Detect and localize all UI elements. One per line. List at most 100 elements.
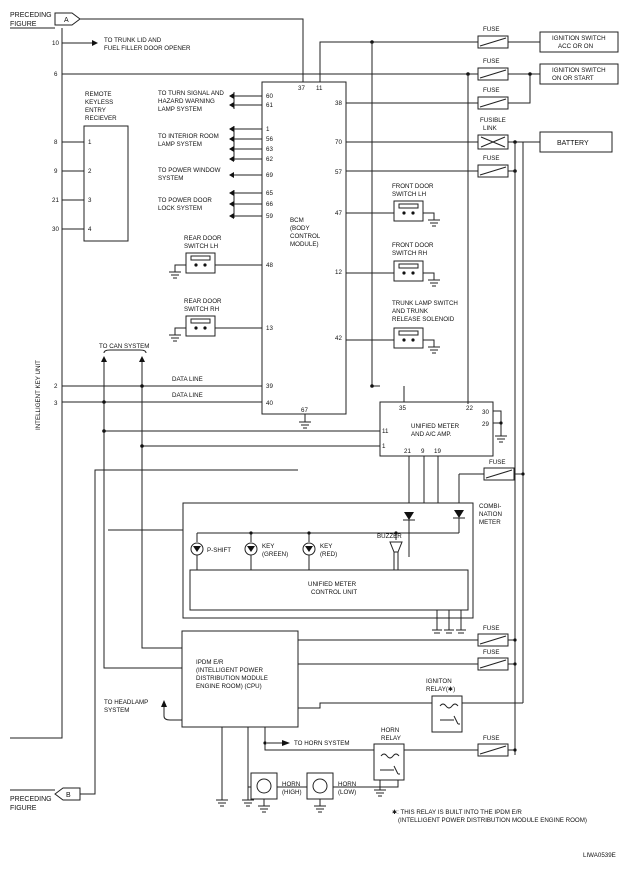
trunk-line-3: RELEASE SOLENOID (392, 316, 455, 323)
key-red-line-1: KEY (320, 543, 332, 550)
bcm-pin-11: 11 (316, 85, 323, 92)
unified-meter-ac-amp: UNIFIED METER AND A/C AMP. 35 22 30 29 1… (108, 386, 507, 557)
rear-door-switch-rh: REAR DOOR SWITCH RH (169, 298, 262, 342)
key-green-line-2: (GREEN) (262, 551, 288, 558)
front-lh-line-1: FRONT DOOR (392, 183, 434, 190)
front-door-switch-rh: FRONT DOOR SWITCH RH (346, 242, 440, 287)
preceding-b-label-2: FIGURE (10, 805, 37, 812)
buzzer: BUZZER (377, 533, 403, 570)
horn-system-label: TO HORN SYSTEM (294, 740, 350, 747)
horn-low: HORN (LOW) (306, 772, 356, 813)
interior-room-line-2: LAMP SYSTEM (158, 141, 202, 148)
power-window-line-2: SYSTEM (158, 175, 183, 182)
ipdm-line-3: DISTRIBUTION MODULE (196, 675, 268, 682)
key-red-line-2: (RED) (320, 551, 337, 558)
preceding-b-label-1: PRECEDING (10, 796, 52, 803)
ign-acc-line-1: IGNITION SWITCH (552, 35, 606, 42)
ign-on-line-2: ON OR START (552, 75, 594, 82)
horn-high-line-1: HORN (282, 781, 300, 788)
key-red-led: KEY (RED) (302, 542, 337, 570)
rear-door-switch-lh: REAR DOOR SWITCH LH (169, 235, 262, 279)
rke-line-4: RECIEVER (85, 115, 117, 122)
trunk-opener-line-2: FUEL FILLER DOOR OPENER (104, 45, 191, 52)
bcm-pin-61: 61 (266, 102, 273, 109)
bcm-pin-63: 63 (266, 146, 273, 153)
bcm-pin-56: 56 (266, 136, 273, 143)
iku-pin-8: 8 (54, 139, 58, 146)
iku-pin-30: 30 (52, 226, 59, 233)
iku-pin-6: 6 (54, 71, 58, 78)
fuse-meter-label: FUSE (489, 459, 506, 466)
um-line-1: UNIFIED METER (411, 423, 460, 430)
turn-signal-line-3: LAMP SYSTEM (158, 106, 202, 113)
bcm-pin-69: 69 (266, 172, 273, 179)
front-rh-line-1: FRONT DOOR (392, 242, 434, 249)
combi-line-1: COMBI- (479, 503, 501, 510)
figure-id: LIWA0539E (583, 852, 616, 859)
bcm-pin-66: 66 (266, 201, 273, 208)
ipdm-er: IPDM E/R (INTELLIGENT POWER DISTRIBUTION… (104, 625, 517, 807)
bcm-pin-57: 57 (335, 169, 342, 176)
ign-on-line-1: IGNITION SWITCH (552, 67, 606, 74)
combination-meter: COMBI- NATION METER P-SHIFT KEY (GREEN) … (182, 502, 502, 634)
connector-b-tag: B (66, 792, 71, 799)
connector-a-shape (54, 12, 81, 26)
rke-line-3: ENTRY (85, 107, 106, 114)
headlamp-line-2: SYSTEM (104, 707, 129, 714)
um-pin-19: 19 (434, 448, 441, 455)
data-line-label-1: DATA LINE (172, 376, 203, 383)
ign-acc-line-2: ACC OR ON (558, 43, 593, 50)
um-pin-30: 30 (482, 409, 489, 416)
preceding-figure-b: PRECEDING FIGURE B (10, 469, 298, 812)
combi-line-2: NATION (479, 511, 502, 518)
iku-pin-10: 10 (52, 40, 59, 47)
um-pin-22: 22 (466, 405, 473, 412)
turn-signal-line-2: HAZARD WARNING (158, 98, 215, 105)
data-line-label-2: DATA LINE (172, 392, 203, 399)
turn-signal-line-1: TO TURN SIGNAL AND (158, 90, 224, 97)
bcm-pin-65: 65 (266, 190, 273, 197)
front-lh-line-2: SWITCH LH (392, 191, 426, 198)
key-green-line-1: KEY (262, 543, 274, 550)
bcm-pin-12: 12 (335, 269, 342, 276)
um-pin-35: 35 (399, 405, 406, 412)
bcm-pin-70: 70 (335, 139, 342, 146)
buzzer-label: BUZZER (377, 533, 402, 540)
front-door-switch-lh: FRONT DOOR SWITCH LH (346, 183, 440, 227)
um-pin-9: 9 (421, 448, 425, 455)
bcm-line-4: MODULE) (290, 241, 319, 248)
power-door-line-2: LOCK SYSTEM (158, 205, 202, 212)
rke-line-1: REMOTE (85, 91, 111, 98)
bcm-pin-67: 67 (301, 407, 308, 414)
can-system-label: TO CAN SYSTEM (99, 343, 149, 350)
rke-line-2: KEYLESS (85, 99, 113, 106)
bcm-pin-1: 1 (266, 126, 270, 133)
umcu-line-2: CONTROL UNIT (311, 589, 357, 596)
bcm-line-3: CONTROL (290, 233, 321, 240)
fuse-horn-label: FUSE (483, 735, 500, 742)
rke-pin-1: 1 (88, 139, 92, 146)
iku-pin-3: 3 (54, 400, 58, 407)
bcm-pin-62: 62 (266, 156, 273, 163)
horn-low-line-2: (LOW) (338, 789, 356, 796)
horn-high-line-2: (HIGH) (282, 789, 302, 796)
intelligent-key-unit: INTELLIGENT KEY UNIT 10 6 8 9 21 30 2 3 … (10, 28, 191, 739)
bcm-pin-59: 59 (266, 213, 273, 220)
ign-relay-line-2: RELAY(✱) (426, 686, 455, 693)
power-sources: FUSE IGNITION SWITCH ACC OR ON FUSE IGNI… (62, 26, 619, 755)
bcm-pin-42: 42 (335, 335, 342, 342)
um-pin-29: 29 (482, 421, 489, 428)
battery-label: BATTERY (557, 140, 589, 147)
fuse-acc-label: FUSE (483, 26, 500, 33)
ign-relay-line-1: IGNITON (426, 678, 452, 685)
fuse-ipdm-1-label: FUSE (483, 625, 500, 632)
rke-pin-3: 3 (88, 197, 92, 204)
horn-relay-line-1: HORN (381, 727, 399, 734)
horn-low-line-1: HORN (338, 781, 356, 788)
ipdm-line-1: IPDM E/R (196, 659, 224, 666)
trunk-opener-line-1: TO TRUNK LID AND (104, 37, 162, 44)
bcm-pin-13: 13 (266, 325, 273, 332)
p-shift-label: P-SHIFT (207, 547, 231, 554)
rear-rh-line-2: SWITCH RH (184, 306, 219, 313)
